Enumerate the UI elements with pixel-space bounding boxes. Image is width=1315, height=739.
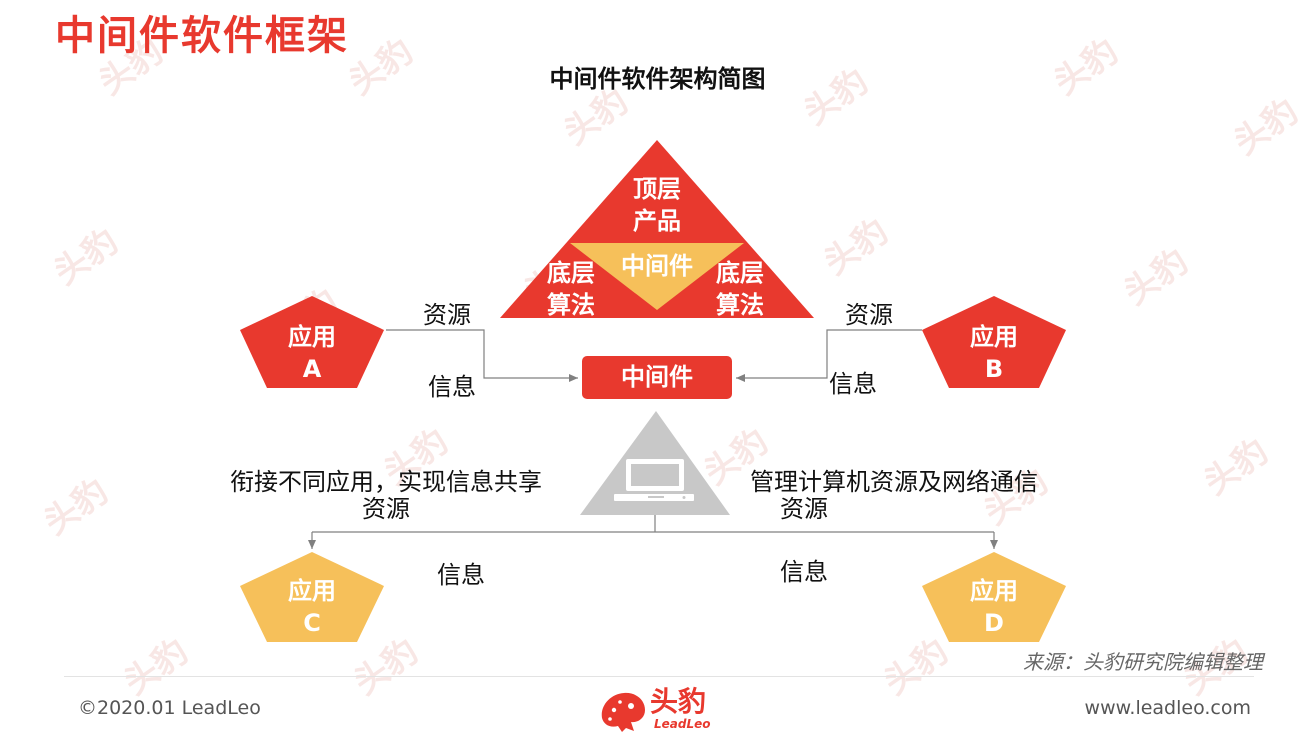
footer-logo-text: 头豹	[650, 685, 707, 718]
app-d-label: 应用 D	[944, 575, 1044, 639]
description-left: 衔接不同应用，实现信息共享 资源	[208, 469, 564, 523]
app-b-line2: B	[984, 355, 1004, 383]
app-a-line2: A	[302, 355, 322, 383]
computer-icon	[614, 459, 694, 501]
pyramid-middleware-segment	[570, 243, 744, 310]
app-d-pentagon	[922, 552, 1066, 642]
pyramid-bottom-right-line2: 算法	[716, 291, 764, 319]
description-left-line1: 衔接不同应用，实现信息共享	[230, 468, 542, 496]
pyramid-bottom-right-line1: 底层	[716, 259, 764, 287]
pyramid-top-label: 顶层 产品	[607, 173, 707, 237]
pyramid-bottom-left-line1: 底层	[547, 259, 595, 287]
footer-url: www.leadleo.com	[1084, 697, 1251, 719]
edge-label-c-info: 信息	[437, 561, 485, 589]
app-a-label: 应用 A	[262, 321, 362, 385]
app-c-label: 应用 C	[262, 575, 362, 639]
pyramid-bottom-right-label: 底层 算法	[697, 257, 783, 321]
app-b-label: 应用 B	[944, 321, 1044, 385]
app-b-pentagon	[922, 296, 1066, 388]
footer-logo-subtext: LeadLeo	[654, 717, 711, 731]
edge-label-d-info: 信息	[780, 558, 828, 586]
middleware-box	[582, 356, 732, 399]
diagram-title: 中间件软件架构简图	[549, 65, 766, 93]
pyramid-bottom-left-label: 底层 算法	[528, 257, 614, 321]
connector-a-to-middleware	[386, 329, 578, 382]
app-b-line1: 应用	[970, 323, 1018, 351]
app-a-line1: 应用	[288, 323, 336, 351]
source-note: 来源：头豹研究院编辑整理	[1023, 650, 1263, 674]
pyramid-bottom-left-line2: 算法	[547, 291, 595, 319]
app-c-line2: C	[303, 609, 321, 637]
description-left-line2: 资源	[362, 495, 410, 523]
app-d-line2: D	[984, 609, 1004, 637]
connector-b-to-middleware	[736, 329, 922, 382]
page-title: 中间件软件框架	[55, 13, 349, 59]
edge-label-b-resource: 资源	[845, 301, 893, 329]
pyramid-middle-label: 中间件	[621, 252, 693, 280]
pyramid-outer	[500, 140, 814, 318]
pyramid-top-line1: 顶层	[633, 175, 681, 203]
footer-divider	[64, 676, 1254, 677]
app-a-pentagon	[240, 296, 384, 388]
app-c-line1: 应用	[288, 577, 336, 605]
app-d-line1: 应用	[970, 577, 1018, 605]
leopard-logo-icon	[601, 692, 645, 732]
middleware-box-label: 中间件	[621, 363, 693, 391]
edge-label-a-resource: 资源	[423, 301, 471, 329]
footer-copyright: ©2020.01 LeadLeo	[78, 697, 261, 719]
description-right-line1: 管理计算机资源及网络通信	[750, 468, 1038, 496]
app-c-pentagon	[240, 552, 384, 642]
pyramid-top-line2: 产品	[633, 207, 681, 235]
edge-label-b-info: 信息	[829, 370, 877, 398]
description-right-line2: 资源	[780, 495, 828, 523]
description-right: 管理计算机资源及网络通信 资源	[750, 469, 1038, 523]
edge-label-a-info: 信息	[428, 373, 476, 401]
